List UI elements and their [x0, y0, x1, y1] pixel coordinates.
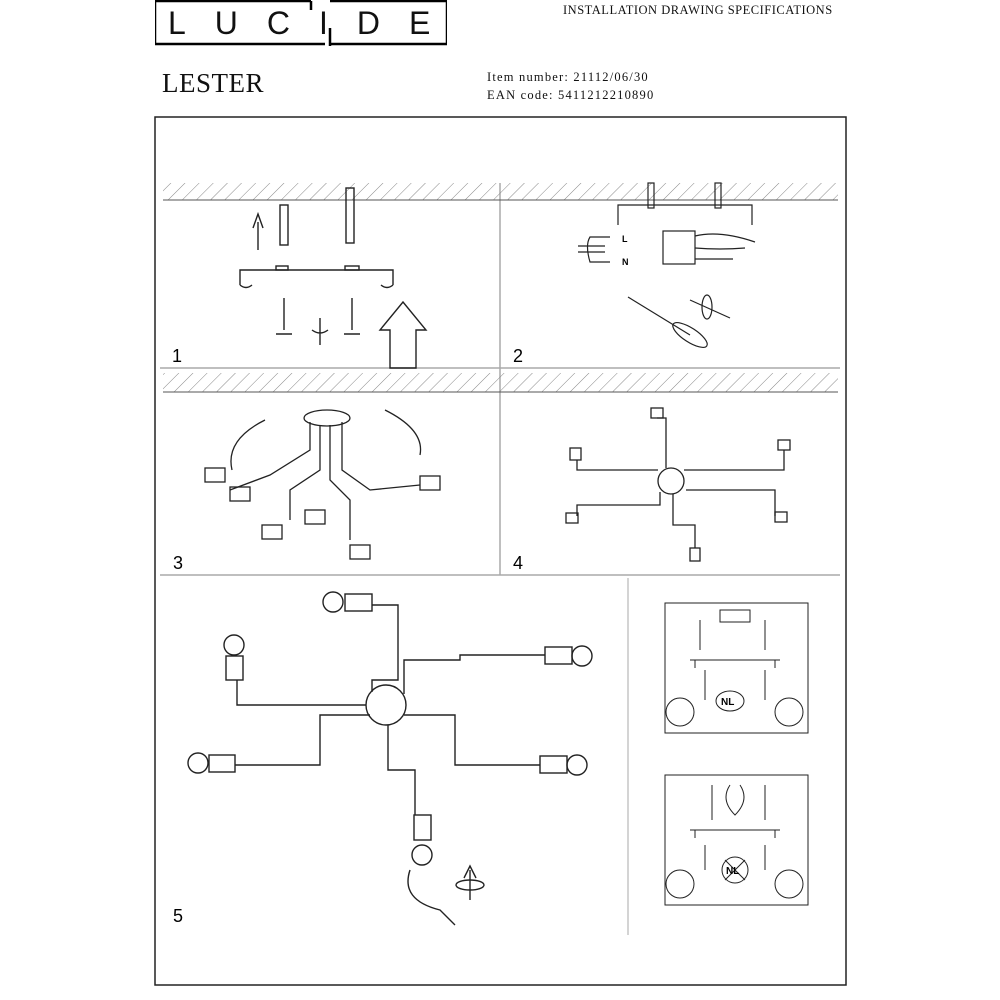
step2-drawing: [578, 182, 756, 348]
neutral-label: N: [622, 257, 629, 267]
document-title: INSTALLATION DRAWING SPECIFICATIONS: [563, 3, 833, 17]
step5-drawing: [187, 591, 593, 926]
brand-logo-text: LUCIDE: [168, 5, 460, 41]
step-number-1: 1: [172, 346, 182, 366]
nl-label-2: NL: [726, 866, 739, 877]
step-number-5: 5: [173, 906, 183, 926]
lucide-logo-frame: [155, 0, 447, 46]
step-number-2: 2: [513, 346, 523, 366]
ceiling-hatch-middle: [163, 373, 838, 392]
step1-drawing: [239, 187, 428, 369]
drawing-frame: [154, 116, 847, 986]
item-number: Item number: 21112/06/30: [487, 70, 649, 84]
step-number-3: 3: [173, 553, 183, 573]
step3-drawing: [204, 409, 441, 560]
product-info: Item number: 21112/06/30 EAN code: 54112…: [487, 68, 654, 104]
ceiling-hatch-top: [163, 183, 838, 200]
variant-box-1: [664, 602, 809, 734]
ean-code: EAN code: 5411212210890: [487, 88, 655, 102]
nl-label-1: NL: [721, 697, 734, 708]
variant-box-2: [664, 774, 809, 906]
live-label: L: [622, 234, 628, 244]
step4-drawing: [565, 407, 791, 562]
product-name: LESTER: [162, 68, 264, 98]
step-number-4: 4: [513, 553, 523, 573]
